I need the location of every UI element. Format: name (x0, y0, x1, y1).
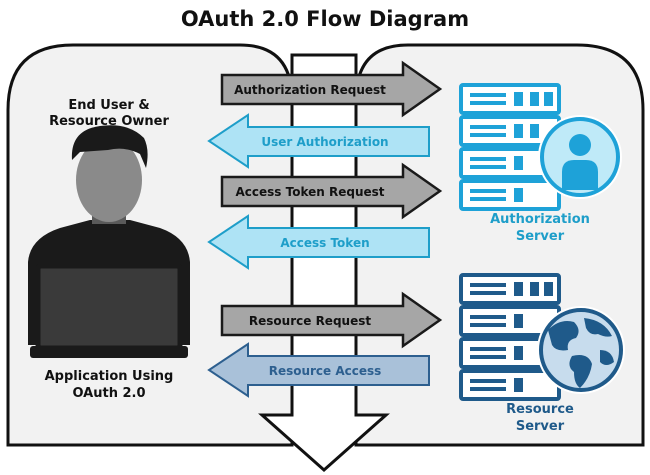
auth-server-label-line1: Authorization (490, 212, 590, 227)
arrow-authorization-request: Authorization Request (220, 60, 443, 118)
arrow-label: User Authorization (261, 135, 388, 149)
user-bottom-label-line1: Application Using (45, 369, 174, 384)
arrow-label: Access Token Request (236, 185, 385, 199)
resource-server-label-line2: Server (516, 419, 565, 434)
person-with-laptop-icon (28, 125, 190, 358)
user-bottom-label-line2: OAuth 2.0 (72, 386, 145, 401)
server-with-user-icon (459, 83, 622, 211)
resource-server-label-line1: Resource (506, 402, 574, 417)
server-with-globe-icon (459, 273, 625, 401)
auth-server-label-line2: Server (516, 229, 565, 244)
arrow-resource-access: Resource Access (207, 342, 430, 398)
arrow-label: Access Token (280, 236, 369, 250)
arrow-access-token: Access Token (207, 214, 430, 270)
page-title: OAuth 2.0 Flow Diagram (181, 7, 469, 31)
arrow-access-token-request: Access Token Request (220, 162, 443, 220)
user-top-label-line2: Resource Owner (49, 114, 169, 129)
arrow-label: Resource Request (249, 314, 371, 328)
user-top-label-line1: End User & (68, 98, 149, 113)
arrow-label: Authorization Request (234, 83, 386, 97)
arrow-user-authorization: User Authorization (207, 113, 430, 169)
arrow-label: Resource Access (269, 364, 382, 378)
arrow-resource-request: Resource Request (220, 291, 443, 349)
